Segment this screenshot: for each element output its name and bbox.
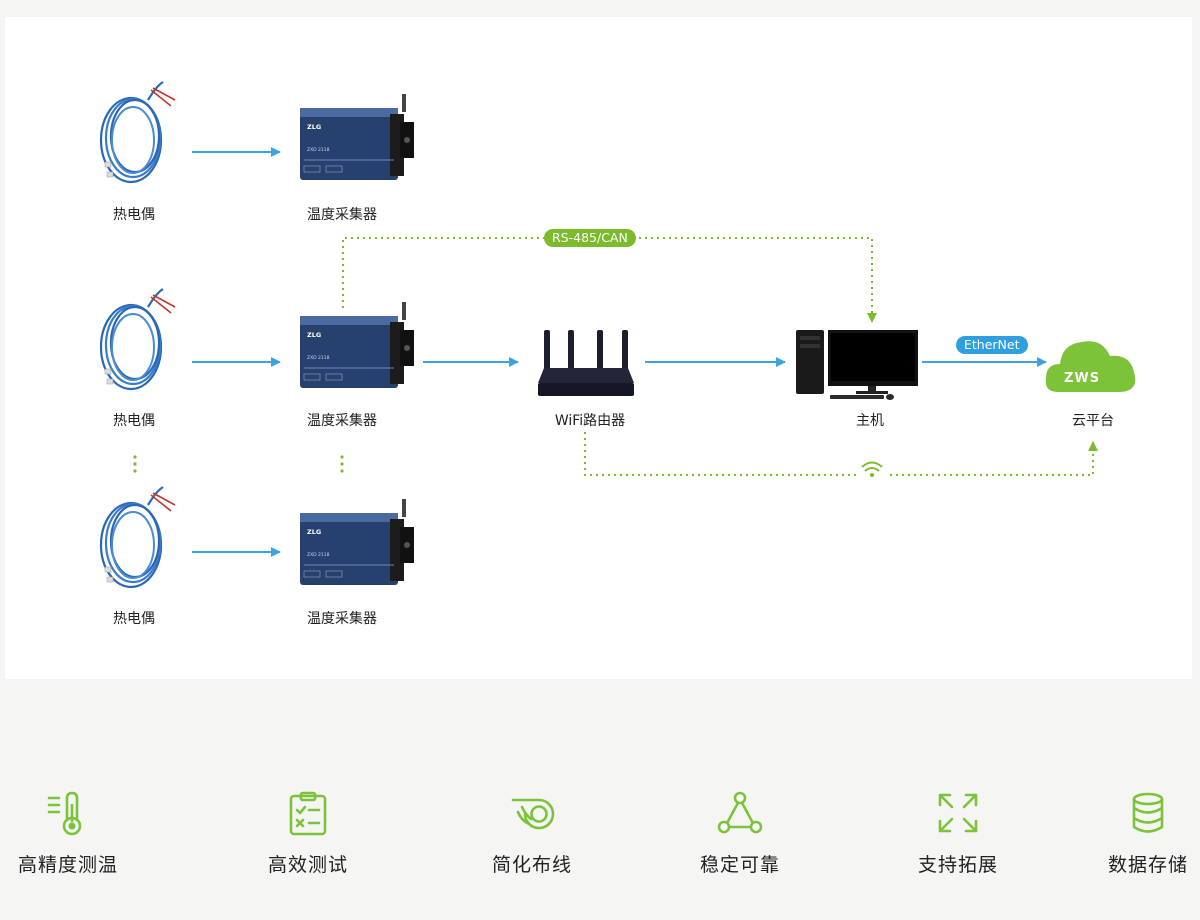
database-icon xyxy=(1132,792,1164,833)
thermometer-icon xyxy=(47,791,82,836)
clipboard-check-icon xyxy=(289,791,327,836)
feature-high-precision: 高精度测温 xyxy=(0,790,148,877)
feature-label: 高效测试 xyxy=(267,854,348,876)
host-label: 主机 xyxy=(856,413,884,429)
cloud-logo-text: ZWS xyxy=(1064,371,1100,386)
feature-data-storage: 数据存储 xyxy=(1068,790,1200,877)
router-icon xyxy=(538,330,634,396)
router-label: WiFi路由器 xyxy=(554,413,626,429)
thermocouple-icon xyxy=(99,485,177,589)
collector-brand: ZLG xyxy=(307,331,321,339)
thermocouple-icon xyxy=(99,287,177,391)
collector-model: ZXD 2118 xyxy=(307,355,330,361)
cable-reel-icon xyxy=(511,798,555,830)
expand-arrows-icon xyxy=(938,793,978,833)
feature-stable-reliable: 稳定可靠 xyxy=(660,790,820,877)
feature-label: 简化布线 xyxy=(491,854,572,876)
collector-model: ZXD 2118 xyxy=(307,552,330,558)
rs485-link xyxy=(342,237,877,323)
feature-efficient-test: 高效测试 xyxy=(228,790,388,877)
host-computer-icon xyxy=(796,330,918,400)
collector-brand: ZLG xyxy=(307,123,321,131)
collector-label-2: 温度采集器 xyxy=(307,413,377,429)
wifi-link xyxy=(584,432,1098,476)
collector-label-1: 温度采集器 xyxy=(307,207,377,223)
triangle-network-icon xyxy=(717,791,763,834)
collector-brand: ZLG xyxy=(307,528,321,536)
system-diagram: ZLG ZLG ZLG ZXD 2118 ZXD 2118 ZXD 2118 xyxy=(99,80,1136,589)
thermocouple-icon xyxy=(99,80,177,184)
collector-label-3: 温度采集器 xyxy=(307,611,377,627)
wifi-icon xyxy=(858,460,886,484)
feature-expandable: 支持拓展 xyxy=(878,790,1038,877)
thermocouple-label-2: 热电偶 xyxy=(113,413,155,429)
collector-device-icon xyxy=(299,301,415,389)
ethernet-badge: EtherNet xyxy=(956,336,1028,354)
collector-device-icon xyxy=(299,498,415,586)
feature-label: 数据存储 xyxy=(1107,854,1188,876)
thermocouple-label-1: 热电偶 xyxy=(113,207,155,223)
ellipsis-dots xyxy=(133,455,344,473)
cloud-label: 云平台 xyxy=(1072,413,1114,429)
feature-simple-wiring: 简化布线 xyxy=(452,790,612,877)
feature-label: 支持拓展 xyxy=(917,854,998,876)
cloud-platform-icon: ZWS xyxy=(1045,341,1136,392)
thermocouple-label-3: 热电偶 xyxy=(113,611,155,627)
rs485-badge: RS-485/CAN xyxy=(544,229,636,247)
feature-label: 高精度测温 xyxy=(17,854,118,876)
collector-device-icon xyxy=(299,93,415,181)
collector-model: ZXD 2118 xyxy=(307,147,330,153)
feature-label: 稳定可靠 xyxy=(699,854,780,876)
